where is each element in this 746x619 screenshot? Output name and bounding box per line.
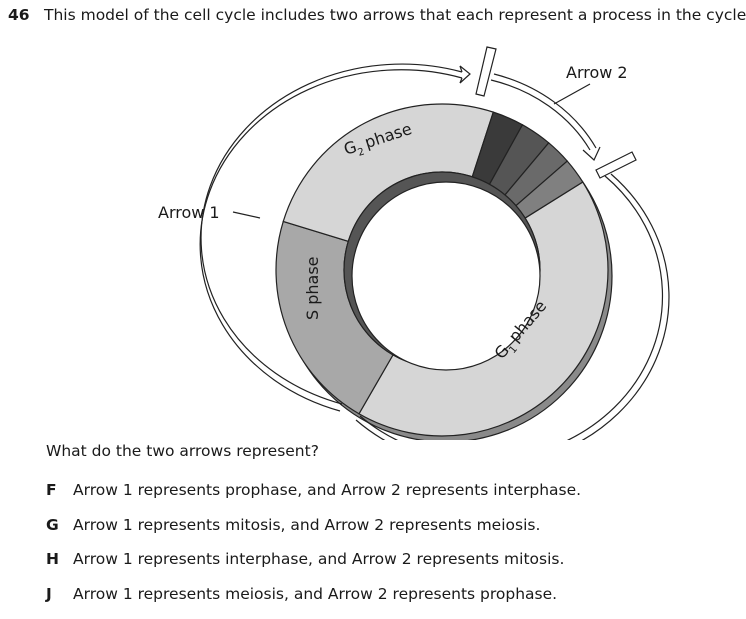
arrow-1-label: Arrow 1: [158, 203, 220, 222]
question-prompt: What do the two arrows represent?: [46, 442, 319, 460]
arrow-2-tail-bar: [596, 152, 636, 178]
cell-cycle-diagram: Arrow 1 Arrow 2 G 2 phase S phase G 1 ph…: [0, 0, 746, 440]
arrow-1-leader: [233, 212, 260, 218]
inner-hole: [352, 182, 540, 370]
arrow-2-leader: [554, 84, 590, 104]
arrow-1-tail-bar: [476, 47, 496, 96]
choice-text: Arrow 1 represents meiosis, and Arrow 2 …: [73, 585, 557, 603]
s-phase-label: S phase: [303, 256, 322, 320]
choice-letter: H: [46, 550, 73, 568]
choice-letter: J: [46, 585, 73, 603]
arrow-2-label: Arrow 2: [566, 63, 628, 82]
choice-letter: F: [46, 481, 73, 499]
choice-text: Arrow 1 represents prophase, and Arrow 2…: [73, 481, 581, 499]
choice-letter: G: [46, 516, 73, 534]
choice-text: Arrow 1 represents mitosis, and Arrow 2 …: [73, 516, 540, 534]
choice-text: Arrow 1 represents interphase, and Arrow…: [73, 550, 564, 568]
cell-cycle-ring: [276, 104, 612, 440]
